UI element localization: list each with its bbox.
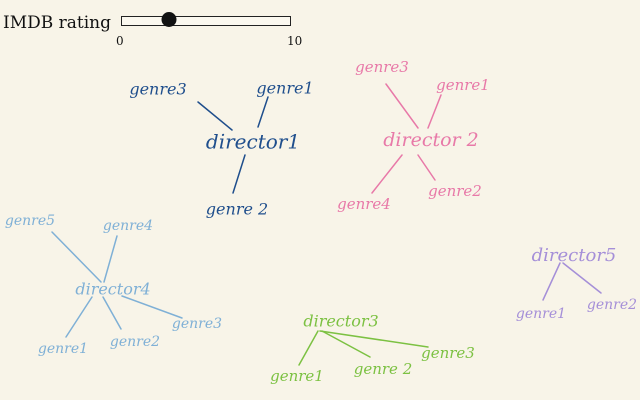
- connector-line: [51, 231, 102, 283]
- connector-line: [102, 296, 122, 330]
- cluster-3: director4 genre5 genre4 genre1 genre2 genre3: [5, 213, 222, 357]
- connector-line: [562, 262, 602, 294]
- connector-line: [232, 154, 246, 194]
- connector-line: [417, 154, 436, 181]
- genre-label[interactable]: genre1: [516, 306, 566, 322]
- connector-line: [298, 330, 319, 366]
- genre-label[interactable]: genre 2: [206, 200, 268, 219]
- director-label[interactable]: director3: [303, 312, 378, 331]
- connector-line: [321, 330, 371, 358]
- genre-label[interactable]: genre1: [256, 79, 313, 98]
- slider-handle[interactable]: [161, 12, 177, 27]
- connector-line: [121, 295, 183, 319]
- connector-line: [197, 101, 233, 131]
- genre-label[interactable]: genre3: [355, 58, 409, 76]
- genre-label[interactable]: genre3: [129, 80, 186, 99]
- imdb-rating-slider[interactable]: [121, 12, 291, 27]
- imdb-rating-label: IMDB rating: [3, 13, 112, 33]
- genre-label[interactable]: genre4: [103, 218, 153, 234]
- genre-label[interactable]: genre 2: [354, 360, 413, 378]
- genre-label[interactable]: genre3: [172, 316, 222, 332]
- cluster-4: director3 genre1 genre 2 genre3: [270, 312, 475, 386]
- slider-min-label: 0: [116, 34, 124, 48]
- connector-line: [65, 296, 93, 338]
- genre-label[interactable]: genre3: [421, 344, 475, 362]
- director-label[interactable]: director1: [206, 130, 300, 154]
- genre-label[interactable]: genre5: [5, 213, 55, 229]
- connector-line: [319, 330, 429, 348]
- genre-label[interactable]: genre2: [110, 334, 160, 350]
- connector-line: [257, 96, 269, 128]
- connector-line: [427, 94, 442, 129]
- genre-label[interactable]: genre1: [38, 341, 88, 357]
- connector-line: [542, 262, 561, 301]
- cluster-1: director1 genre3 genre1 genre 2: [129, 79, 313, 219]
- connector-line: [371, 154, 403, 194]
- slider-max-label: 10: [287, 34, 303, 48]
- cluster-5: director5 genre1 genre2: [516, 245, 637, 322]
- genre-label[interactable]: genre1: [436, 76, 490, 94]
- genre-label[interactable]: genre1: [270, 367, 324, 385]
- connector-line: [103, 235, 118, 283]
- genre-label[interactable]: genre2: [587, 297, 637, 313]
- cluster-2: director 2 genre3 genre1 genre4 genre2: [337, 58, 490, 213]
- director-label[interactable]: director4: [75, 280, 150, 299]
- genre-label[interactable]: genre2: [428, 182, 482, 200]
- connector-line: [385, 83, 419, 129]
- director-label[interactable]: director5: [532, 245, 617, 266]
- director-label[interactable]: director 2: [383, 129, 479, 151]
- genre-label[interactable]: genre4: [337, 195, 391, 213]
